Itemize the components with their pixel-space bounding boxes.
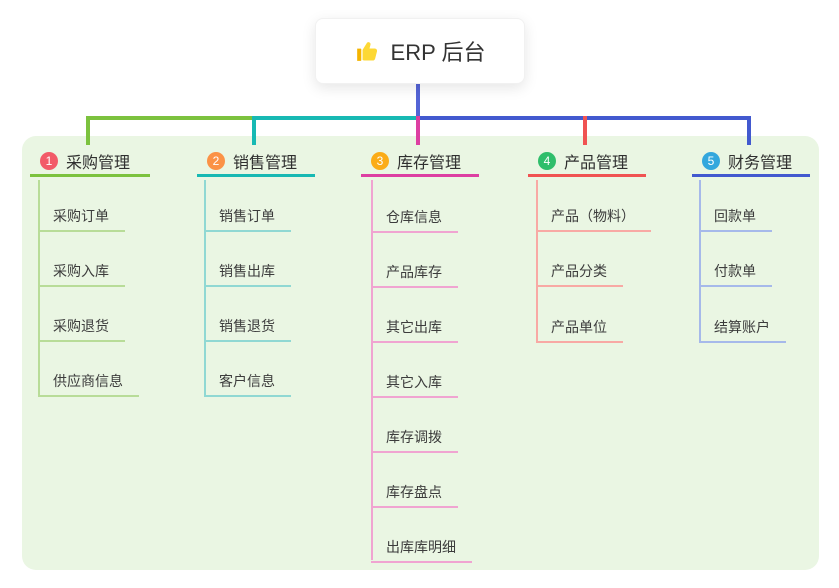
child-node[interactable]: 采购退货 (38, 311, 125, 342)
branch-title-finance[interactable]: 5 财务管理 (692, 147, 810, 177)
child-node[interactable]: 采购入库 (38, 256, 125, 287)
branch-badge: 2 (207, 151, 225, 170)
child-node[interactable]: 回款单 (699, 201, 772, 232)
branch-title-sales[interactable]: 2 销售管理 (197, 147, 315, 177)
child-node[interactable]: 供应商信息 (38, 366, 139, 397)
root-node-label: ERP 后台 (390, 40, 486, 65)
child-node[interactable]: 结算账户 (699, 312, 786, 343)
branch-badge: 4 (538, 151, 556, 170)
branch-trunk-finance (699, 180, 701, 341)
branch-trunk-product (536, 180, 538, 341)
child-node[interactable]: 其它入库 (371, 367, 458, 398)
connector-drop-product (583, 116, 587, 145)
child-node[interactable]: 库存调拨 (371, 422, 458, 453)
thumbs-up-icon (355, 38, 381, 64)
child-node[interactable]: 库存盘点 (371, 477, 458, 508)
child-node[interactable]: 采购订单 (38, 201, 125, 232)
branch-title-label: 采购管理 (66, 154, 131, 172)
branch-title-label: 产品管理 (564, 154, 629, 172)
child-node[interactable]: 销售订单 (204, 201, 291, 232)
branch-badge: 5 (702, 151, 720, 170)
branch-trunk-inventory (371, 180, 373, 560)
branch-title-label: 销售管理 (233, 154, 298, 172)
child-node[interactable]: 其它出库 (371, 312, 458, 343)
connector-horizontal-sales (253, 116, 417, 120)
connector-drop-finance (747, 116, 751, 145)
branch-title-product[interactable]: 4 产品管理 (528, 147, 646, 177)
connector-horizontal-purchase (87, 116, 253, 120)
child-node[interactable]: 销售退货 (204, 311, 291, 342)
child-node[interactable]: 客户信息 (204, 366, 291, 397)
branch-trunk-sales (204, 180, 206, 395)
branches-background-panel (22, 136, 819, 570)
child-node[interactable]: 产品分类 (536, 256, 623, 287)
child-node[interactable]: 付款单 (699, 256, 772, 287)
child-node[interactable]: 产品单位 (536, 312, 623, 343)
child-node[interactable]: 销售出库 (204, 256, 291, 287)
root-node[interactable]: ERP 后台 (315, 18, 525, 84)
child-node[interactable]: 产品库存 (371, 257, 458, 288)
child-node[interactable]: 产品（物料） (536, 201, 651, 232)
branch-badge: 1 (40, 151, 58, 170)
connector-drop-inventory (416, 116, 420, 145)
branch-title-inventory[interactable]: 3 库存管理 (361, 147, 479, 177)
root-stem-connector (416, 83, 420, 117)
connector-drop-purchase (86, 116, 90, 145)
branch-trunk-purchase (38, 180, 40, 395)
child-node[interactable]: 出库库明细 (371, 532, 472, 563)
branch-title-purchase[interactable]: 1 采购管理 (30, 147, 150, 177)
connector-drop-sales (252, 116, 256, 145)
branch-title-label: 财务管理 (728, 154, 793, 172)
child-node[interactable]: 仓库信息 (371, 202, 458, 233)
branch-title-label: 库存管理 (397, 154, 462, 172)
branch-badge: 3 (371, 151, 389, 170)
